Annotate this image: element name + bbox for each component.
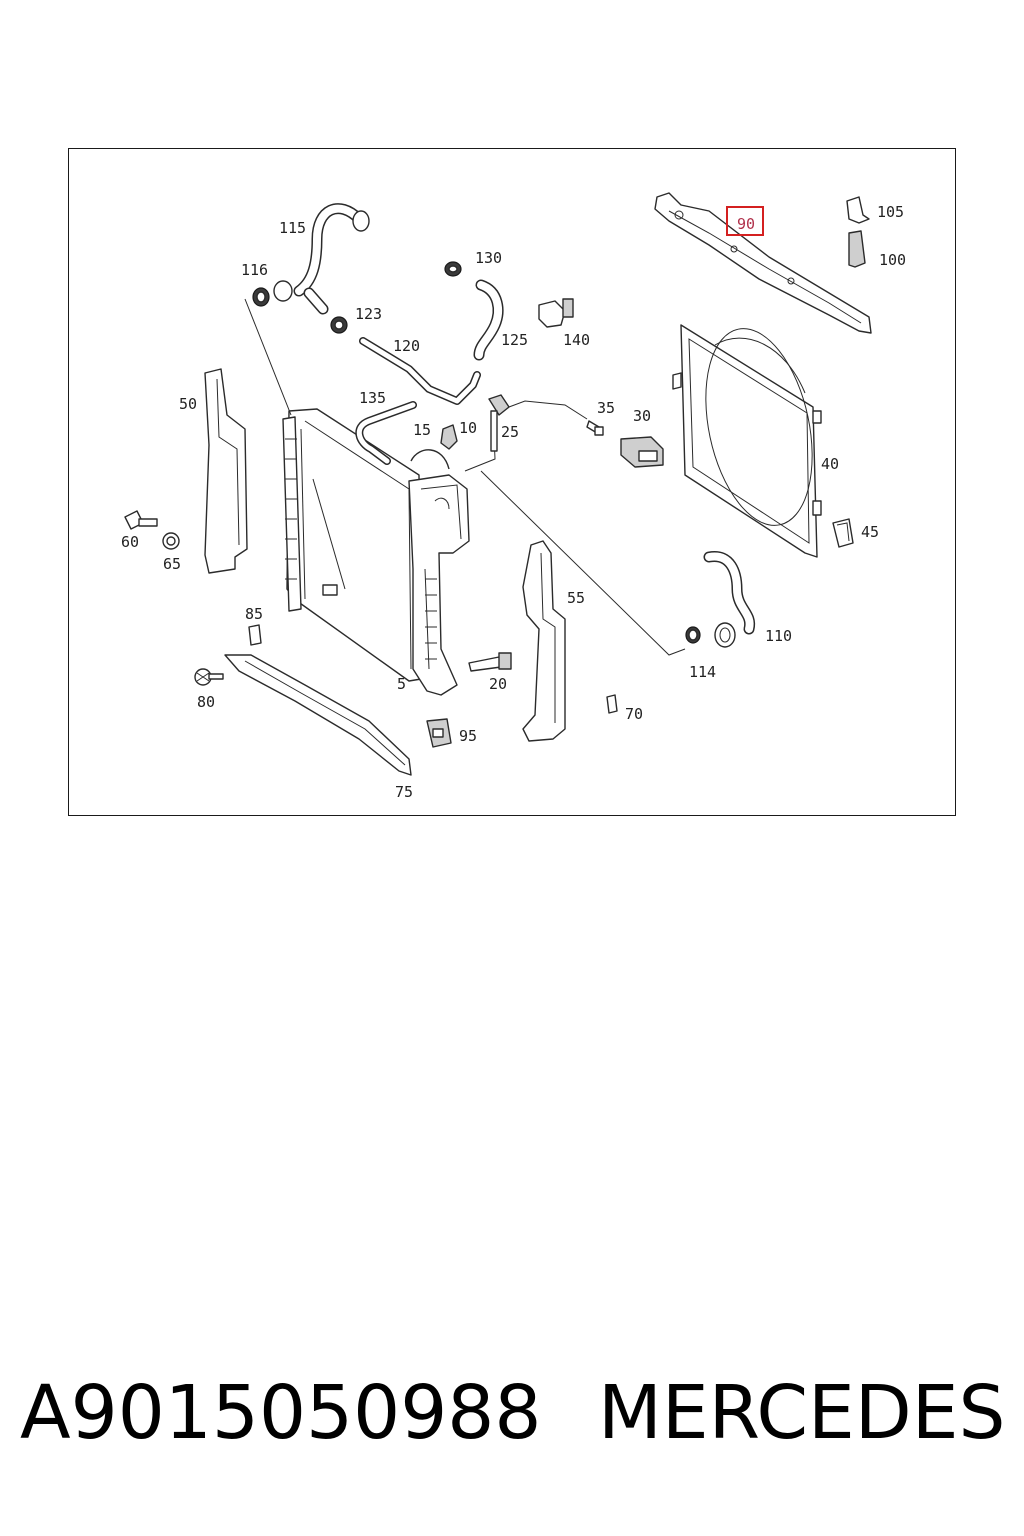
callout-40[interactable]: 40 — [821, 455, 839, 473]
part-25-sensor[interactable] — [488, 394, 510, 452]
exploded-view-drawing: 5 10 15 20 25 30 35 40 45 50 55 60 65 70… — [121, 192, 906, 801]
part-120-breather-hose[interactable] — [359, 337, 481, 405]
callout-116[interactable]: 116 — [241, 261, 268, 279]
part-110-lower-hose[interactable] — [703, 551, 756, 648]
part-60-bolt[interactable] — [124, 510, 158, 530]
callout-45[interactable]: 45 — [861, 523, 879, 541]
part-75-lower-air-guide[interactable] — [224, 654, 412, 776]
callout-15[interactable]: 15 — [413, 421, 431, 439]
part-number: A9015050988 — [20, 1370, 542, 1456]
part-130-hose-clamp[interactable] — [444, 261, 462, 277]
callout-80[interactable]: 80 — [197, 693, 215, 711]
callout-95[interactable]: 95 — [459, 727, 477, 745]
footer: A9015050988 MERCEDES — [0, 1370, 1024, 1480]
part-5-radiator[interactable] — [282, 408, 422, 682]
callout-140[interactable]: 140 — [563, 331, 590, 349]
callout-85[interactable]: 85 — [245, 605, 263, 623]
part-125-hose[interactable] — [473, 279, 504, 361]
callout-60[interactable]: 60 — [121, 533, 139, 551]
part-80-screw[interactable] — [194, 668, 224, 686]
part-55-side-panel[interactable] — [522, 540, 566, 742]
part-140-bracket[interactable] — [538, 298, 574, 328]
part-30-connector[interactable] — [620, 436, 664, 468]
part-116-hose-clamp[interactable] — [252, 280, 293, 307]
callout-120[interactable]: 120 — [393, 337, 420, 355]
callout-65[interactable]: 65 — [163, 555, 181, 573]
part-50-side-panel[interactable] — [204, 368, 248, 574]
callout-130[interactable]: 130 — [475, 249, 502, 267]
part-35-screw[interactable] — [586, 420, 604, 436]
part-135-hose[interactable] — [355, 401, 417, 465]
callout-30[interactable]: 30 — [633, 407, 651, 425]
callout-5[interactable]: 5 — [397, 675, 406, 693]
callout-25[interactable]: 25 — [501, 423, 519, 441]
part-10-cap[interactable] — [440, 424, 458, 450]
part-100-rubber-mount[interactable] — [848, 230, 866, 268]
part-85-clip[interactable] — [248, 624, 262, 646]
part-114-hose-clamp[interactable] — [685, 626, 701, 644]
callout-100[interactable]: 100 — [879, 251, 906, 269]
callout-135[interactable]: 135 — [359, 389, 386, 407]
callout-35[interactable]: 35 — [597, 399, 615, 417]
brand-name: MERCEDES — [598, 1370, 1006, 1456]
parts-diagram: 5 10 15 20 25 30 35 40 45 50 55 60 65 70… — [68, 148, 956, 816]
callout-20[interactable]: 20 — [489, 675, 507, 693]
callout-50[interactable]: 50 — [179, 395, 197, 413]
part-105-clip[interactable] — [846, 196, 870, 224]
part-40-fan-shroud[interactable] — [672, 319, 829, 558]
callout-10[interactable]: 10 — [459, 419, 477, 437]
callout-75[interactable]: 75 — [395, 783, 413, 801]
callout-55[interactable]: 55 — [567, 589, 585, 607]
callout-123[interactable]: 123 — [355, 305, 382, 323]
part-45-clip[interactable] — [832, 518, 854, 548]
callout-115[interactable]: 115 — [279, 219, 306, 237]
callout-90-highlight-box — [726, 206, 764, 236]
part-20-drain-plug[interactable] — [468, 652, 512, 672]
part-90-upper-bracket[interactable] — [654, 192, 872, 334]
callout-125[interactable]: 125 — [501, 331, 528, 349]
callout-114[interactable]: 114 — [689, 663, 716, 681]
part-115-upper-hose[interactable] — [293, 203, 370, 315]
part-123-hose-clamp[interactable] — [330, 316, 348, 334]
callout-90[interactable]: 90 — [737, 215, 755, 233]
callout-110[interactable]: 110 — [765, 627, 792, 645]
part-15-expansion-tank[interactable] — [408, 449, 470, 696]
callout-105[interactable]: 105 — [877, 203, 904, 221]
part-95-rubber-mount[interactable] — [426, 718, 452, 748]
part-65-washer[interactable] — [162, 532, 180, 550]
callout-70[interactable]: 70 — [625, 705, 643, 723]
part-70-clip[interactable] — [606, 694, 618, 714]
